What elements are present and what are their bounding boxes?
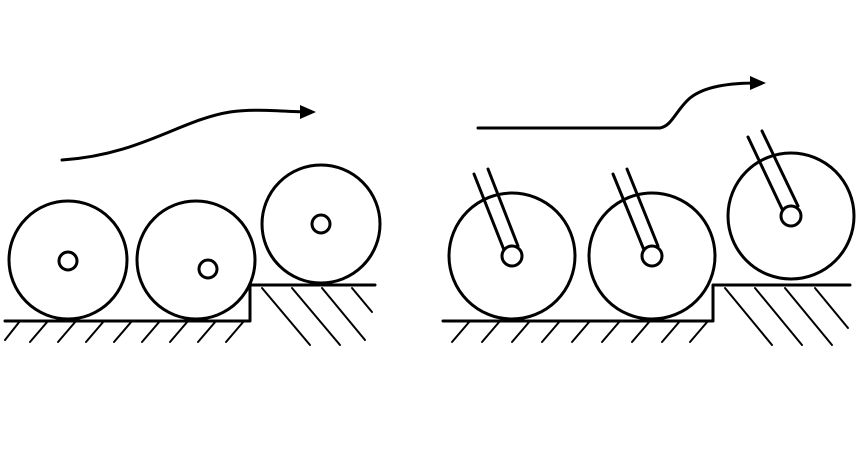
hatch-line (57, 320, 77, 343)
right-ground-line (441, 283, 852, 323)
hatch-line (754, 287, 803, 346)
hatch-line (689, 320, 709, 343)
fork-strut (472, 167, 520, 252)
left-wheel-2 (135, 199, 257, 321)
fork-strut (611, 167, 660, 252)
right-ground-hatching (451, 287, 849, 346)
hatch-line (481, 320, 501, 343)
fork-strut-line (625, 167, 660, 248)
left-ground (3, 283, 377, 346)
hatch-line (724, 287, 773, 346)
wheel-hub (500, 244, 524, 268)
hatch-line (141, 320, 161, 343)
hatch-line (571, 320, 591, 343)
wheel-hub (640, 244, 664, 268)
fork-strut (746, 129, 800, 213)
hatch-line (113, 320, 133, 343)
fork-strut-line (611, 172, 646, 252)
left-ground-line (3, 283, 377, 323)
fork-strut-line (746, 135, 785, 213)
hatch-line (661, 320, 681, 343)
left-wheel-1 (7, 199, 129, 321)
hatch-line (351, 287, 373, 313)
left-panel (3, 105, 382, 346)
fork-strut-line (760, 129, 800, 208)
fork-strut-line (472, 172, 506, 252)
wheel-circle (135, 199, 257, 321)
left-ground-hatching (4, 287, 373, 346)
hatch-line (225, 320, 245, 343)
wheel-hub (57, 250, 79, 272)
right-wheel-3 (726, 129, 856, 281)
hatch-line (541, 320, 561, 343)
right-panel (441, 76, 856, 346)
left-motion-arrow (60, 105, 316, 162)
wheel-hub (197, 258, 219, 280)
hatch-line (784, 287, 833, 346)
hatch-line (814, 287, 849, 329)
right-arrow-head (750, 76, 766, 90)
wheel-hub (779, 204, 803, 228)
hatch-line (85, 320, 105, 343)
hatch-line (169, 320, 189, 343)
hatch-line (29, 320, 49, 343)
hatch-line (451, 320, 471, 343)
hatch-line (631, 320, 651, 343)
left-wheel-3 (260, 163, 382, 285)
hatch-line (291, 287, 341, 346)
hatch-line (321, 287, 366, 341)
hatch-line (601, 320, 621, 343)
right-ground (441, 283, 852, 346)
left-arrow-head (300, 105, 316, 119)
hatch-line (261, 287, 311, 346)
fork-strut-line (486, 167, 520, 248)
right-arrow-path (476, 81, 760, 130)
hatch-line (511, 320, 531, 343)
right-motion-arrow (476, 76, 766, 130)
hatch-line (197, 320, 217, 343)
right-wheel-2 (587, 167, 717, 321)
right-wheel-1 (447, 167, 577, 321)
left-arrow-curve (60, 108, 312, 162)
wheel-hub (310, 213, 332, 235)
hatch-line (4, 320, 21, 341)
